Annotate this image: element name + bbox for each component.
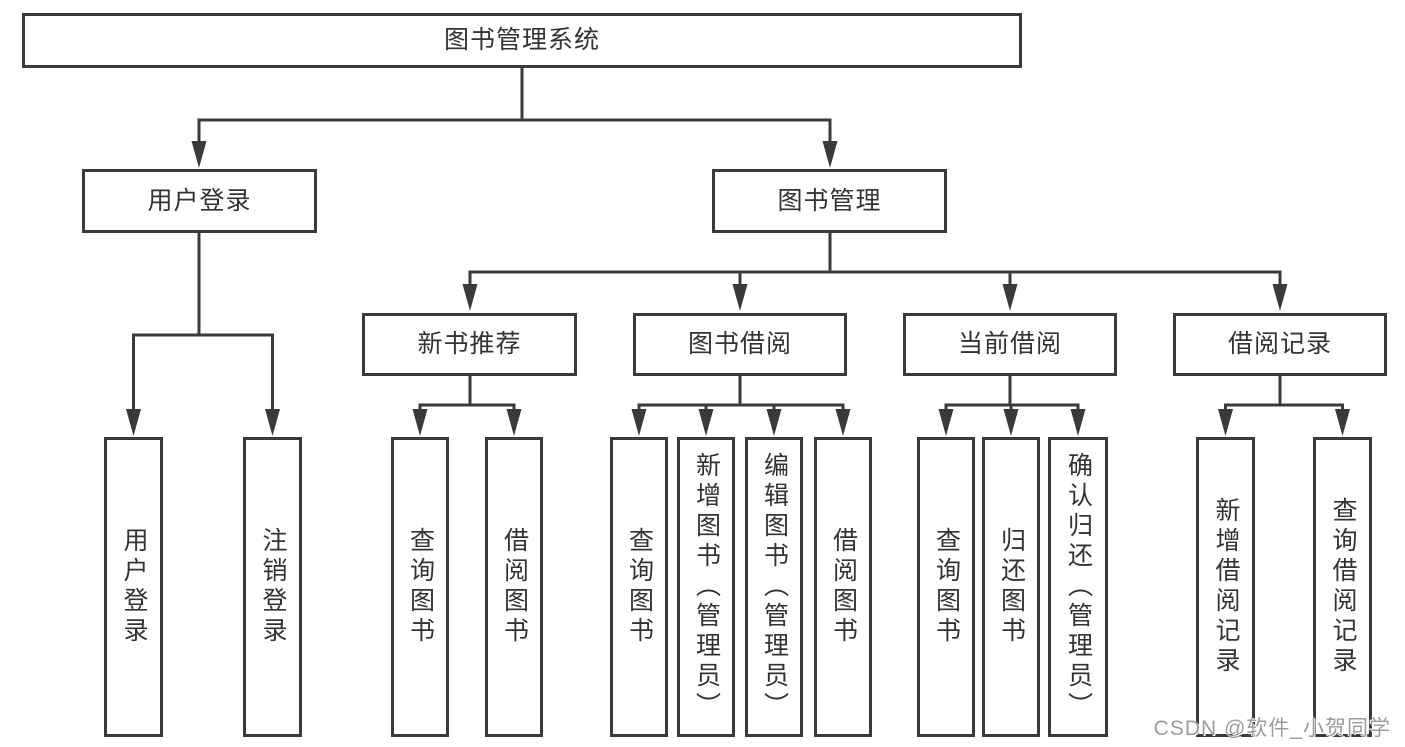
leaf-label: 查询图书 — [625, 527, 654, 647]
leaf-label: 借阅图书 — [500, 527, 529, 647]
leaf-label: 注销登录 — [259, 527, 287, 647]
node-br-add-record: 新增借阅记录 — [1196, 437, 1255, 737]
node-library-system-root: 图书管理系统 — [22, 13, 1022, 68]
node-user-login-leaf: 用户登录 — [104, 437, 163, 737]
node-current-borrow: 当前借阅 — [903, 313, 1117, 376]
node-new-book-recommend: 新书推荐 — [362, 313, 577, 376]
csdn-watermark: CSDN @软件_小贺同学 — [1153, 717, 1391, 740]
node-nb-borrow-books: 借阅图书 — [485, 437, 543, 737]
leaf-label: 归还图书 — [997, 527, 1026, 647]
leaf-label: 查询图书 — [932, 527, 961, 647]
node-cb-confirm-return-admin: 确认归还（管理员） — [1048, 437, 1108, 737]
node-bb-borrow-books: 借阅图书 — [814, 437, 872, 737]
node-user-login: 用户登录 — [82, 169, 317, 233]
node-br-query-record: 查询借阅记录 — [1313, 437, 1372, 737]
node-bb-add-books-admin: 新增图书（管理员） — [677, 437, 735, 737]
node-cb-query-books: 查询图书 — [917, 437, 975, 737]
leaf-label: 查询图书 — [406, 527, 435, 647]
leaf-label: 借阅图书 — [829, 527, 858, 647]
leaf-label: 用户登录 — [120, 527, 148, 647]
node-cb-return-books: 归还图书 — [982, 437, 1040, 737]
leaf-label: 编辑图书（管理员） — [760, 452, 789, 722]
node-nb-query-books: 查询图书 — [391, 437, 449, 737]
node-bb-edit-books-admin: 编辑图书（管理员） — [745, 437, 803, 737]
leaf-label: 查询借阅记录 — [1329, 497, 1357, 677]
leaf-label: 新增图书（管理员） — [692, 452, 721, 722]
node-logout: 注销登录 — [243, 437, 302, 737]
node-borrow-records: 借阅记录 — [1173, 313, 1387, 376]
node-book-borrow: 图书借阅 — [633, 313, 847, 376]
node-book-management: 图书管理 — [712, 169, 947, 233]
node-bb-query-books: 查询图书 — [610, 437, 668, 737]
leaf-label: 确认归还（管理员） — [1064, 452, 1093, 722]
leaf-label: 新增借阅记录 — [1212, 497, 1240, 677]
